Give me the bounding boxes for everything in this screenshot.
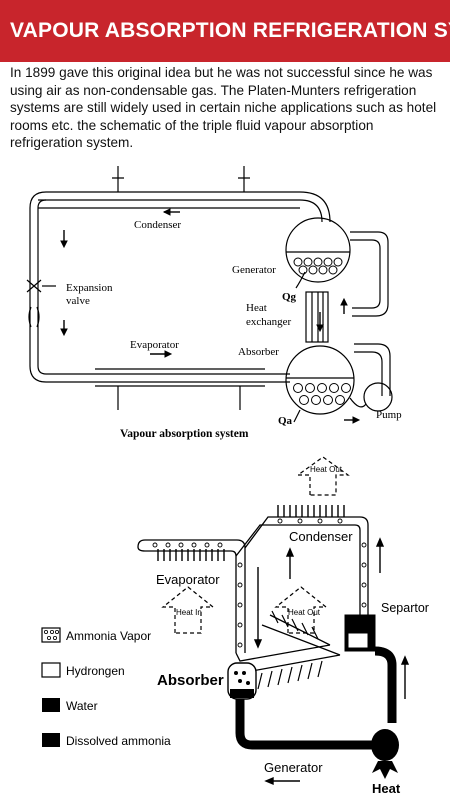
triple-fluid-diagram: Heat Out Condenser Evaporator Heat In He… <box>41 456 429 796</box>
heat-out-mid-label: Heat Out <box>288 608 321 617</box>
evaporator-label: Evaporator <box>130 339 179 351</box>
heat-out-top-label: Heat Out <box>310 465 343 474</box>
separator-label: Separtor <box>381 601 429 615</box>
absorber-label: Absorber <box>238 346 279 358</box>
condenser-label: Condenser <box>289 529 353 544</box>
heat-in-label: Heat In <box>176 608 202 617</box>
heat-exchanger-label-1: Heat <box>246 302 267 314</box>
figure1-caption: Vapour absorption system <box>120 428 249 440</box>
qg-label: Qg <box>282 291 297 303</box>
legend-swatch-dissolved-ammonia <box>42 733 60 747</box>
legend-label-dissolved-ammonia: Dissolved ammonia <box>66 734 171 748</box>
legend-label-hydrogen: Hydrongen <box>66 664 125 678</box>
absorber-label: Absorber <box>157 672 224 689</box>
expansion-label-2: valve <box>66 295 90 307</box>
qa-label: Qa <box>278 415 293 427</box>
app-header: VAPOUR ABSORPTION REFRIGERATION SY... <box>0 0 450 62</box>
vapour-absorption-diagram: Condenser Generator Qg Expansion valve H… <box>26 166 402 440</box>
legend-swatch-hydrogen <box>41 662 61 678</box>
legend-label-water: Water <box>66 699 98 713</box>
condenser-label: Condenser <box>134 219 181 231</box>
expansion-label-1: Expansion <box>66 282 113 294</box>
heat-exchanger-label-2: exchanger <box>246 316 292 328</box>
generator-label: Generator <box>264 760 323 775</box>
legend-swatch-water <box>42 698 60 712</box>
page-title: VAPOUR ABSORPTION REFRIGERATION SY... <box>10 19 450 42</box>
heat-label: Heat <box>372 781 401 796</box>
legend: Ammonia Vapor Hydrongen Water Dissolved … <box>41 627 171 748</box>
generator-label: Generator <box>232 264 276 276</box>
evaporator-label: Evaporator <box>156 572 220 587</box>
article-paragraph: In 1899 gave this original idea but he w… <box>10 65 437 150</box>
legend-label-ammonia-vapor: Ammonia Vapor <box>66 629 151 643</box>
pump-label: Pump <box>376 409 402 421</box>
